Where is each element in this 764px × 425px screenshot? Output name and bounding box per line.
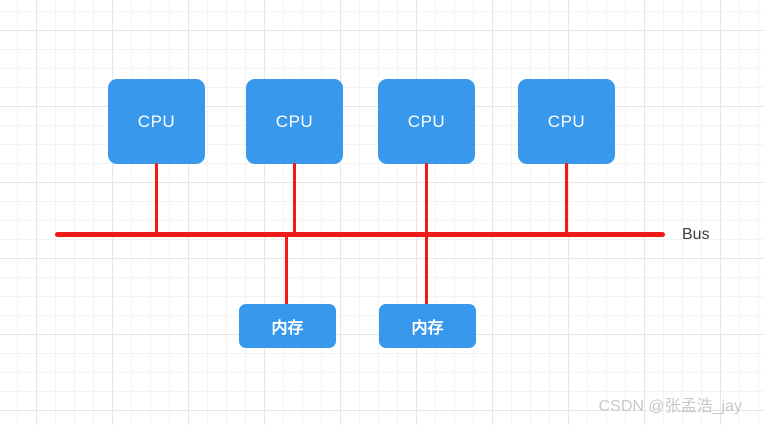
cpu-3-bus-connector-line xyxy=(425,163,428,235)
memory-node-2: 内存 xyxy=(379,304,476,348)
cpu-4-bus-connector-line xyxy=(565,163,568,235)
cpu-node-2-label: CPU xyxy=(275,111,314,131)
bus-memory-1-connector-line xyxy=(285,235,288,305)
cpu-node-1: CPU xyxy=(108,79,205,164)
cpu-node-2: CPU xyxy=(246,79,343,164)
bus-line xyxy=(55,232,665,237)
cpu-node-3: CPU xyxy=(378,79,475,164)
csdn-watermark: CSDN @张孟浩_jay xyxy=(598,398,742,415)
cpu-1-bus-connector-line xyxy=(155,163,158,235)
cpu-2-bus-connector-line xyxy=(293,163,296,235)
cpu-node-4: CPU xyxy=(518,79,615,164)
cpu-node-1-label: CPU xyxy=(137,111,176,131)
cpu-node-3-label: CPU xyxy=(407,111,446,131)
bus-memory-2-connector-line xyxy=(425,235,428,305)
memory-node-2-label: 内存 xyxy=(411,320,444,337)
memory-node-1: 内存 xyxy=(239,304,336,348)
bus-label: Bus xyxy=(682,226,710,243)
memory-node-1-label: 内存 xyxy=(271,320,304,337)
cpu-node-4-label: CPU xyxy=(547,111,586,131)
